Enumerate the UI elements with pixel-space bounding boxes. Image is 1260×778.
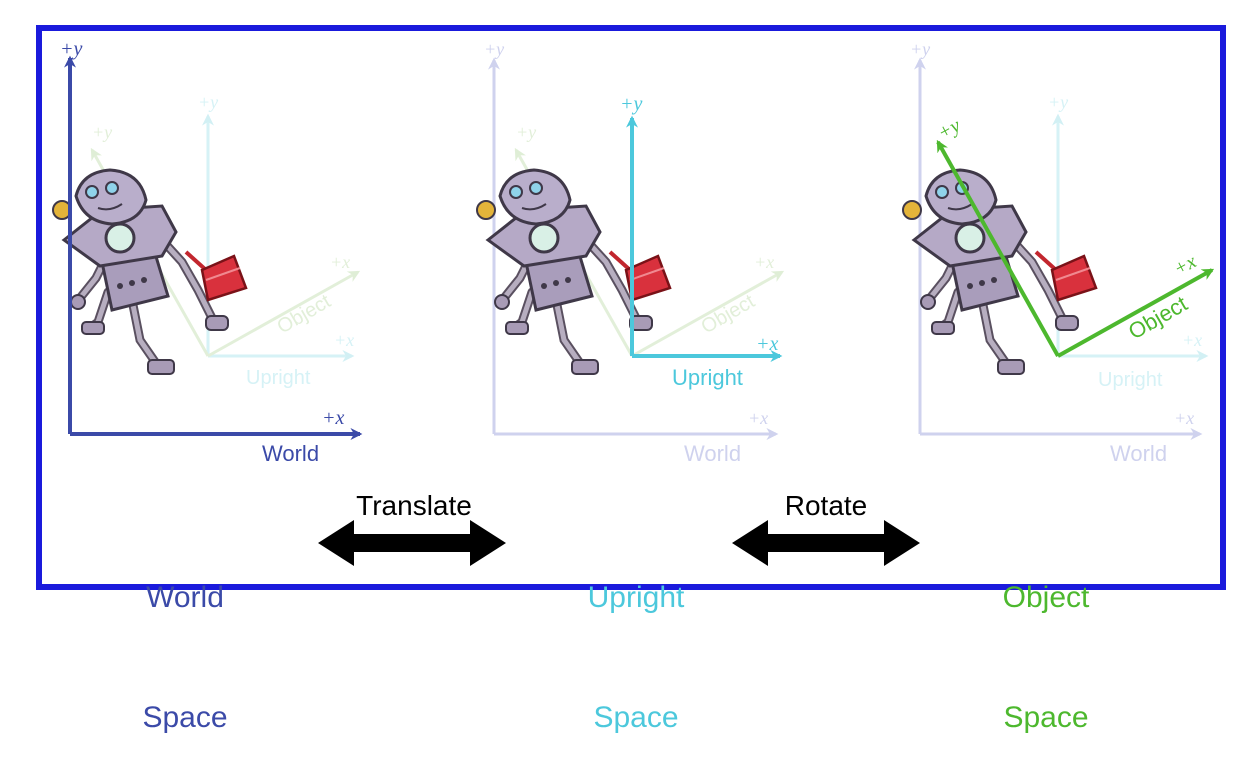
- faded-object-x-label: +x: [754, 252, 774, 272]
- faded-world-y-label: +y: [910, 39, 930, 59]
- faded-object-y-label: +y: [516, 122, 536, 142]
- faded-world-name: World: [684, 441, 741, 466]
- object-x-label: +x: [1170, 250, 1200, 280]
- faded-object-name: Object: [698, 290, 759, 338]
- upright-space-caption: Upright Space: [566, 498, 706, 778]
- object-y-label: +y: [934, 114, 964, 144]
- robot-illustration: [903, 170, 1096, 374]
- upright-caption-line1: Upright: [587, 581, 685, 614]
- faded-world-x-label: +x: [748, 408, 768, 428]
- robot-illustration: [53, 170, 246, 374]
- faded-object-x-axis-2: [631, 270, 785, 358]
- faded-object-name: Object: [274, 290, 335, 338]
- world-caption-line1: World: [146, 581, 224, 614]
- upright-caption-line2: Space: [593, 701, 679, 734]
- coordinate-spaces-diagram: +y +x World +y +x Upright +y +x Object +…: [0, 38, 1215, 566]
- object-x-axis: [1057, 268, 1215, 358]
- translate-label: Translate: [356, 490, 472, 521]
- faded-upright-y-label: +y: [198, 92, 218, 112]
- faded-object-x-label: +x: [330, 252, 350, 272]
- robot-illustration: [477, 170, 670, 374]
- upright-y-label: +y: [620, 93, 642, 115]
- faded-object-y-label: +y: [92, 122, 112, 142]
- faded-world-name: World: [1110, 441, 1167, 466]
- rotate-arrow: [732, 520, 920, 566]
- faded-upright-name: Upright: [1098, 369, 1163, 391]
- object-caption-line1: Object: [1002, 581, 1090, 614]
- world-caption-line2: Space: [142, 701, 228, 734]
- world-axis-name: World: [262, 441, 319, 466]
- object-space-caption: Object Space: [976, 498, 1116, 778]
- world-x-label: +x: [322, 407, 344, 429]
- upright-axis-name: Upright: [672, 365, 743, 390]
- faded-upright-x-label: +x: [334, 330, 354, 350]
- faded-upright-name: Upright: [246, 367, 311, 389]
- upright-x-label: +x: [756, 333, 778, 355]
- upright-space-panel: +y +x Upright +y +x World +y +x Object: [477, 39, 785, 466]
- faded-world-y-label: +y: [484, 39, 504, 59]
- rotate-label: Rotate: [784, 490, 868, 521]
- faded-upright-y-label: +y: [1048, 92, 1068, 112]
- faded-upright-x-label: +x: [1182, 330, 1202, 350]
- faded-world-x-label: +x: [1174, 408, 1194, 428]
- faded-object-x-axis: [207, 270, 361, 358]
- world-y-label: +y: [60, 38, 82, 60]
- object-caption-line2: Space: [1003, 701, 1089, 734]
- world-space-caption: World Space: [120, 498, 250, 778]
- translate-arrow: [318, 520, 506, 566]
- object-y-axis: [936, 139, 1060, 357]
- world-space-panel: +y +x World +y +x Upright +y +x Object: [53, 38, 363, 466]
- object-space-panel: +y +x Object +y +x World +y +x Upright: [903, 39, 1215, 466]
